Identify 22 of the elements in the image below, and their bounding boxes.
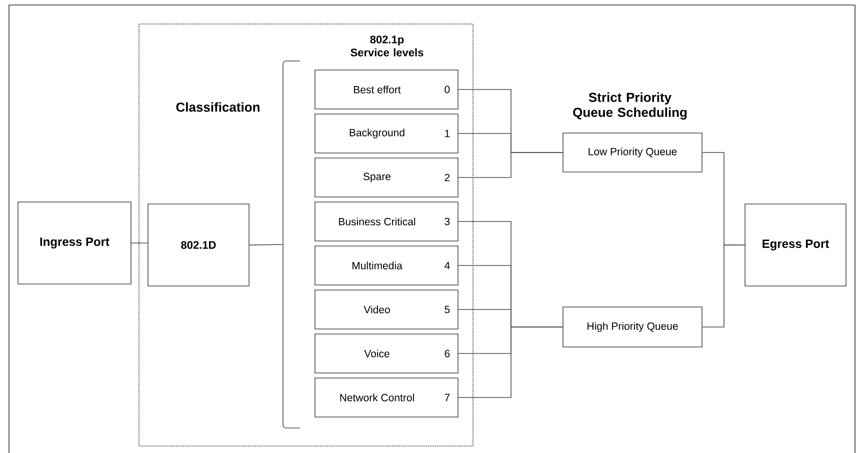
port-box: Ingress Port — [18, 202, 132, 284]
service-level-box: Best effort 0 — [314, 70, 458, 110]
service-level-box: Video 5 — [314, 290, 458, 330]
service-level-box: Background 1 — [314, 114, 458, 154]
connector-line — [458, 326, 563, 398]
section-heading: 802.1p Service levels — [350, 36, 424, 56]
section-heading: Strict Priority Queue Scheduling — [573, 92, 687, 120]
port-box: Egress Port — [744, 204, 846, 286]
service-level-box: Voice 6 — [314, 334, 458, 374]
queue-box: High Priority Queue — [562, 306, 702, 348]
connector-line — [702, 244, 745, 328]
service-level-box: Business Critical 3 — [314, 202, 458, 242]
bracket — [282, 60, 300, 428]
connector-line — [131, 242, 148, 244]
connector-line — [249, 244, 283, 246]
connector-line — [458, 152, 563, 178]
port-box: 802.1D — [148, 204, 250, 286]
group-heading: Classification — [176, 102, 260, 112]
queue-box: Low Priority Queue — [562, 132, 702, 172]
service-level-box: Multimedia 4 — [314, 246, 458, 286]
service-level-box: Network Control 7 — [314, 378, 458, 418]
service-level-box: Spare 2 — [314, 158, 458, 198]
